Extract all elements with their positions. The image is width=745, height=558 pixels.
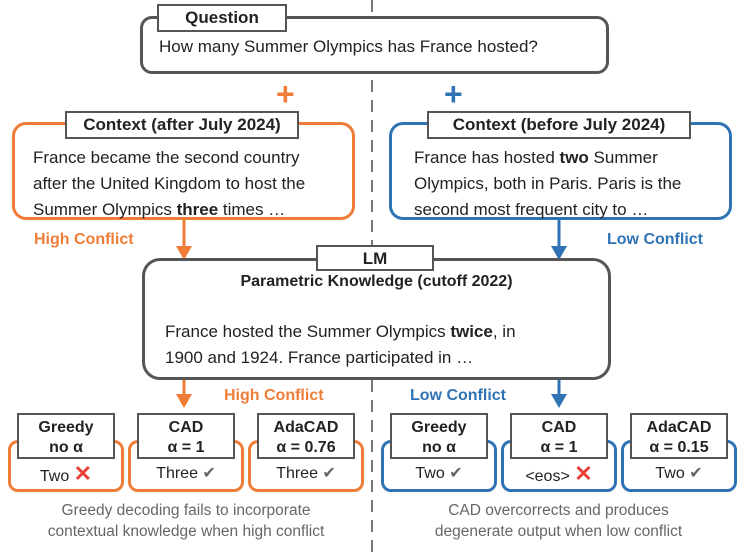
check-icon: ✔: [322, 465, 336, 482]
question-text: How many Summer Olympics has France host…: [159, 37, 538, 56]
label-high-conflict-left: High Conflict: [34, 231, 134, 248]
context-before-tag: Context (before July 2024): [427, 111, 691, 139]
label-low-conflict-right: Low Conflict: [607, 231, 703, 248]
method-answer-greedy-right: Two ✔: [415, 465, 463, 482]
lm-title: Parametric Knowledge (cutoff 2022): [240, 273, 513, 290]
arrowhead-lm-right: [551, 394, 567, 408]
method-answer-greedy-left: Two ✕: [39, 461, 93, 486]
check-icon: ✔: [689, 465, 703, 482]
lm-text: France hosted the Summer Olympics twice,…: [165, 322, 516, 367]
method-answer-cad-right: <eos> ✕: [525, 461, 593, 486]
plus-right: +: [444, 76, 463, 112]
method-answer-adacad-right: Two ✔: [655, 465, 703, 482]
question-tag: Question: [157, 4, 287, 32]
context-after-tag: Context (after July 2024): [65, 111, 299, 139]
lm-box: Parametric Knowledge (cutoff 2022) Franc…: [142, 258, 611, 380]
label-high-conflict-mid: High Conflict: [224, 387, 324, 404]
plus-left: +: [276, 76, 295, 112]
method-answer-adacad-left: Three ✔: [276, 465, 336, 482]
lm-tag: LM: [316, 245, 434, 271]
context-before-text: France has hosted two Summer Olympics, b…: [414, 148, 682, 219]
cross-icon: ✕: [73, 461, 93, 486]
label-low-conflict-mid: Low Conflict: [410, 387, 506, 404]
method-answer-cad-left: Three ✔: [156, 465, 216, 482]
check-icon: ✔: [449, 465, 463, 482]
context-after-text: France became the second country after t…: [33, 148, 306, 219]
arrowhead-lm-left: [176, 394, 192, 408]
arrowhead-context-before: [551, 246, 567, 260]
check-icon: ✔: [202, 465, 216, 482]
arrowhead-context-after: [176, 246, 192, 260]
cross-icon: ✕: [574, 461, 593, 486]
